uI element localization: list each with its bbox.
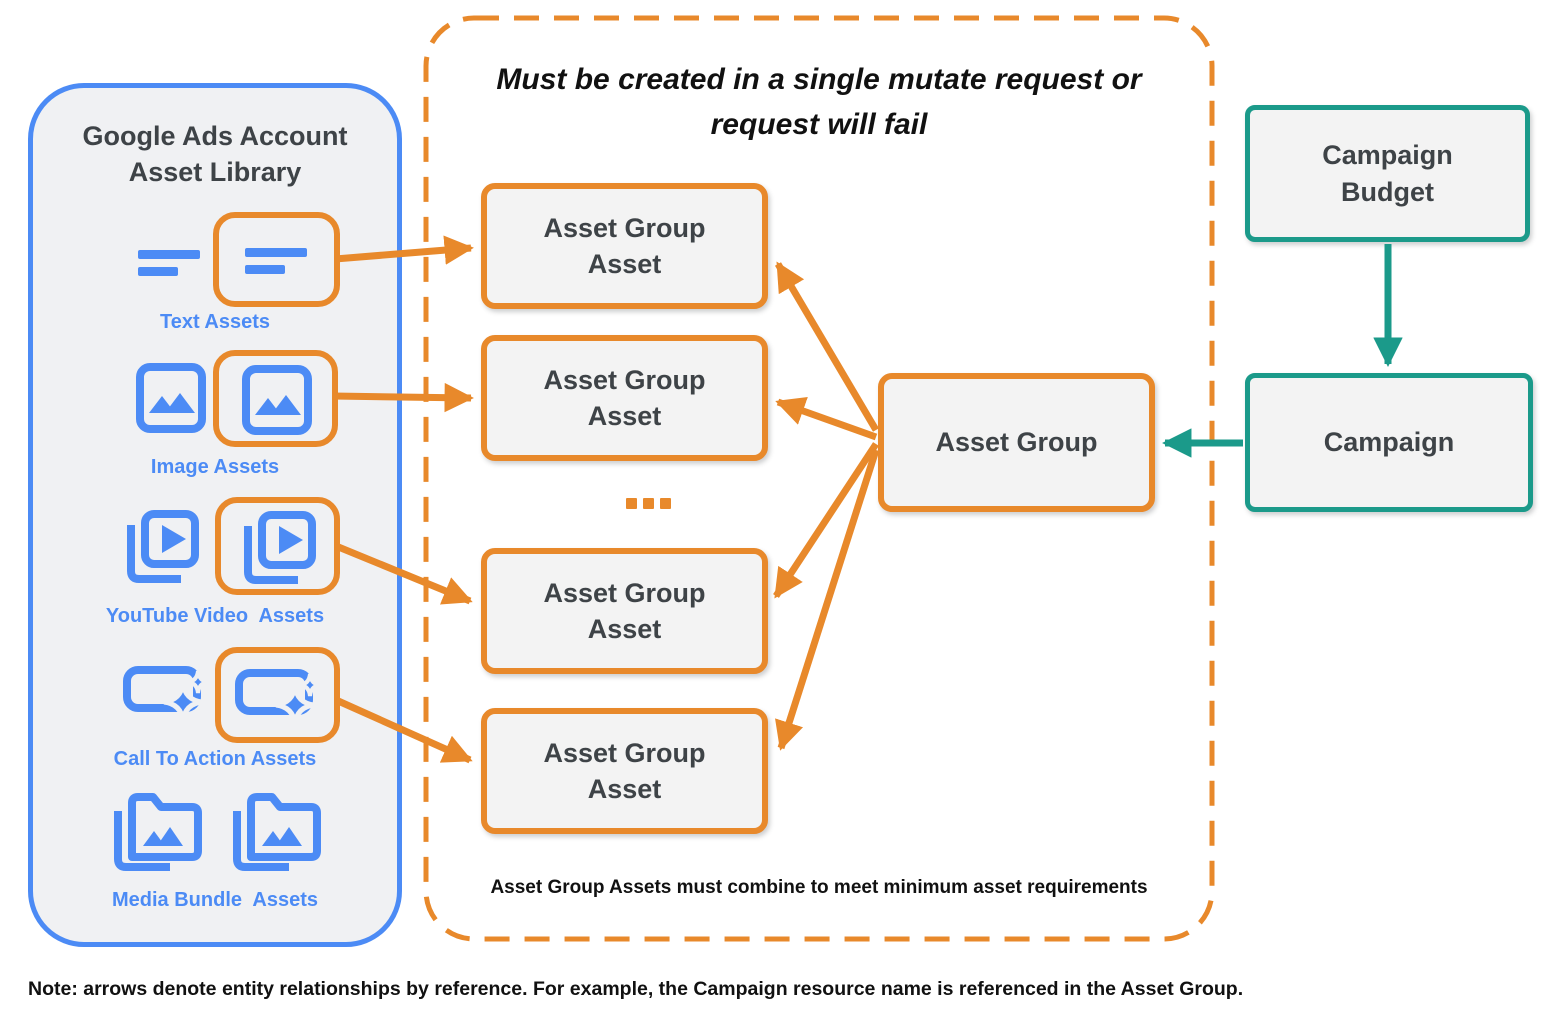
selected-image-asset-frame [213,350,338,447]
text-lines-icon [138,250,200,276]
selected-youtube-video-asset-frame [215,497,340,595]
youtube-video-icon [121,507,201,587]
campaign-box: Campaign [1245,373,1533,512]
call-to-action-icon [235,665,323,725]
campaign-budget-box: Campaign Budget [1245,105,1530,242]
image-icon [136,363,206,433]
youtube-video-icon [238,508,318,588]
asset-group-box: Asset Group [878,373,1155,512]
media-bundle-icon [108,783,204,875]
media-bundle-assets-label: Media Bundle Assets [112,889,318,911]
asset-group-asset-box: Asset Group Asset [481,548,768,674]
youtube-video-assets-label: YouTube Video Assets [105,605,325,627]
image-assets-label: Image Assets [150,456,280,478]
call-to-action-icon [123,662,211,722]
call-to-action-assets-label: Call To Action Assets [113,748,317,770]
footer-note: Note: arrows denote entity relationships… [28,978,1244,1000]
text-assets-label: Text Assets [159,311,271,333]
media-bundle-icon [227,783,323,875]
mutate-request-panel: Must be created in a single mutate reque… [423,15,1215,942]
image-icon [242,365,312,435]
asset-group-asset-box: Asset Group Asset [481,335,768,461]
dashed-border [423,15,1215,942]
selected-call-to-action-asset-frame [215,647,340,743]
asset-library-panel: Google Ads Account Asset Library Text As… [28,83,402,947]
mutate-panel-title: Must be created in a single mutate reque… [496,63,1142,141]
asset-library-title: Google Ads Account Asset Library [82,121,348,188]
asset-group-asset-box: Asset Group Asset [481,183,768,309]
asset-group-asset-box: Asset Group Asset [481,708,768,834]
mutate-panel-footnote: Asset Group Assets must combine to meet … [490,877,1148,898]
text-lines-icon [245,248,307,274]
selected-text-asset-frame [213,212,340,307]
ellipsis-dots-icon [626,498,671,509]
